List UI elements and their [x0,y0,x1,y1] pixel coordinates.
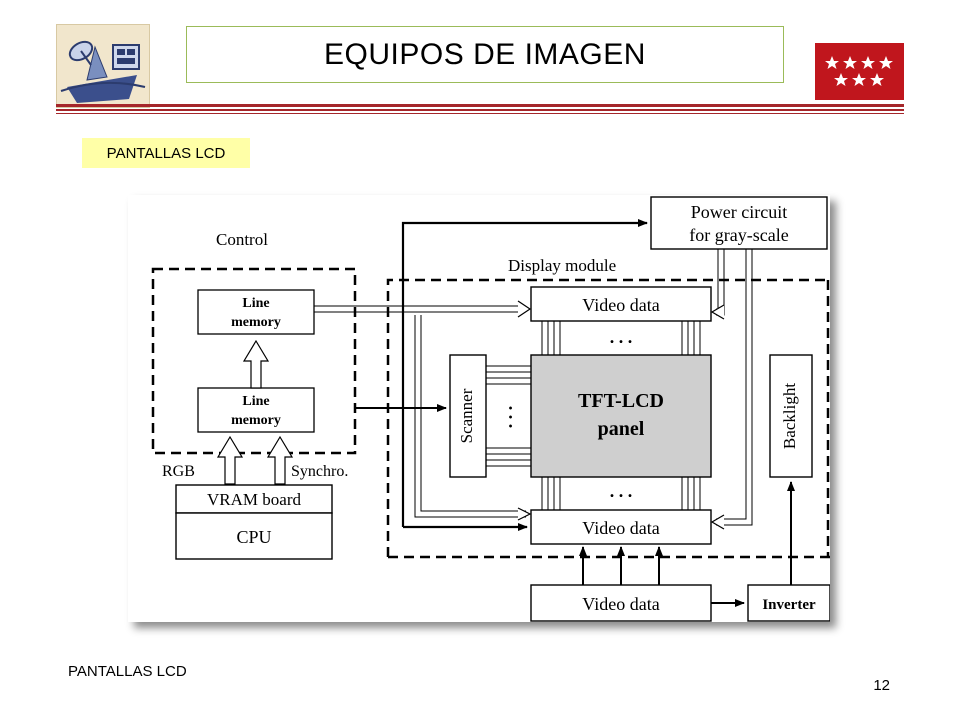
line-memory-top-line2: memory [231,315,281,330]
satellite-dish-ship-icon [60,40,146,103]
line-memory-top [197,289,315,335]
rgb-label: RGB [162,463,195,480]
line-memory-top-line1: Line [242,296,269,311]
vram-label: VRAM board [207,490,301,509]
video-data-bottom-label: Video data [582,518,659,538]
rgb-arrow [216,435,244,485]
display-module-box [386,278,830,557]
panel-line2: panel [598,418,645,440]
cpu-box [175,512,333,560]
header-rule [56,109,904,111]
section-tag: PANTALLAS LCD [82,138,250,168]
dots-scanner: . . . [496,406,516,429]
page-title: EQUIPOS DE IMAGEN [324,37,646,71]
video-data-external-label: Video data [582,594,659,614]
dots-bottom: . . . [610,481,633,501]
power-circuit-box [650,196,828,250]
line-memory-bottom-line1: Line [242,394,269,409]
memory-arrow [242,339,270,389]
synchro-arrow [266,435,294,485]
video-data-external [530,584,712,622]
backlight-box [769,354,813,478]
dots-top: . . . [610,327,633,347]
header-rule [56,104,904,107]
cpu-label: CPU [236,527,271,547]
scanner-label: Scanner [457,388,476,443]
page-number: 12 [873,677,890,694]
control-box [151,267,357,455]
logo-left [56,24,150,108]
tft-lcd-panel [530,354,712,478]
inverter-label: Inverter [762,597,816,613]
power-line1: Power circuit [691,202,787,222]
line-memory-bottom-line2: memory [231,413,281,428]
display-module-label: Display module [508,256,616,275]
backlight-label: Backlight [780,383,799,449]
header-rule [56,113,904,114]
panel-line1: TFT-LCD [578,390,664,412]
video-data-top [530,286,712,322]
control-label: Control [216,230,268,249]
scanner-box [449,354,487,478]
video-data-top-label: Video data [582,295,659,315]
title-box: EQUIPOS DE IMAGEN [186,26,784,83]
synchro-label: Synchro. [291,463,348,480]
power-line2: for gray-scale [689,225,788,245]
video-data-bottom [530,509,712,545]
footer-label: PANTALLAS LCD [68,663,187,680]
diagram-canvas: Control Line memory Line memory RGB Sync… [151,196,831,622]
flag-logo [815,43,904,100]
star-flag-icon [824,55,893,86]
lcd-block-diagram: Control Line memory Line memory RGB Sync… [128,195,831,622]
